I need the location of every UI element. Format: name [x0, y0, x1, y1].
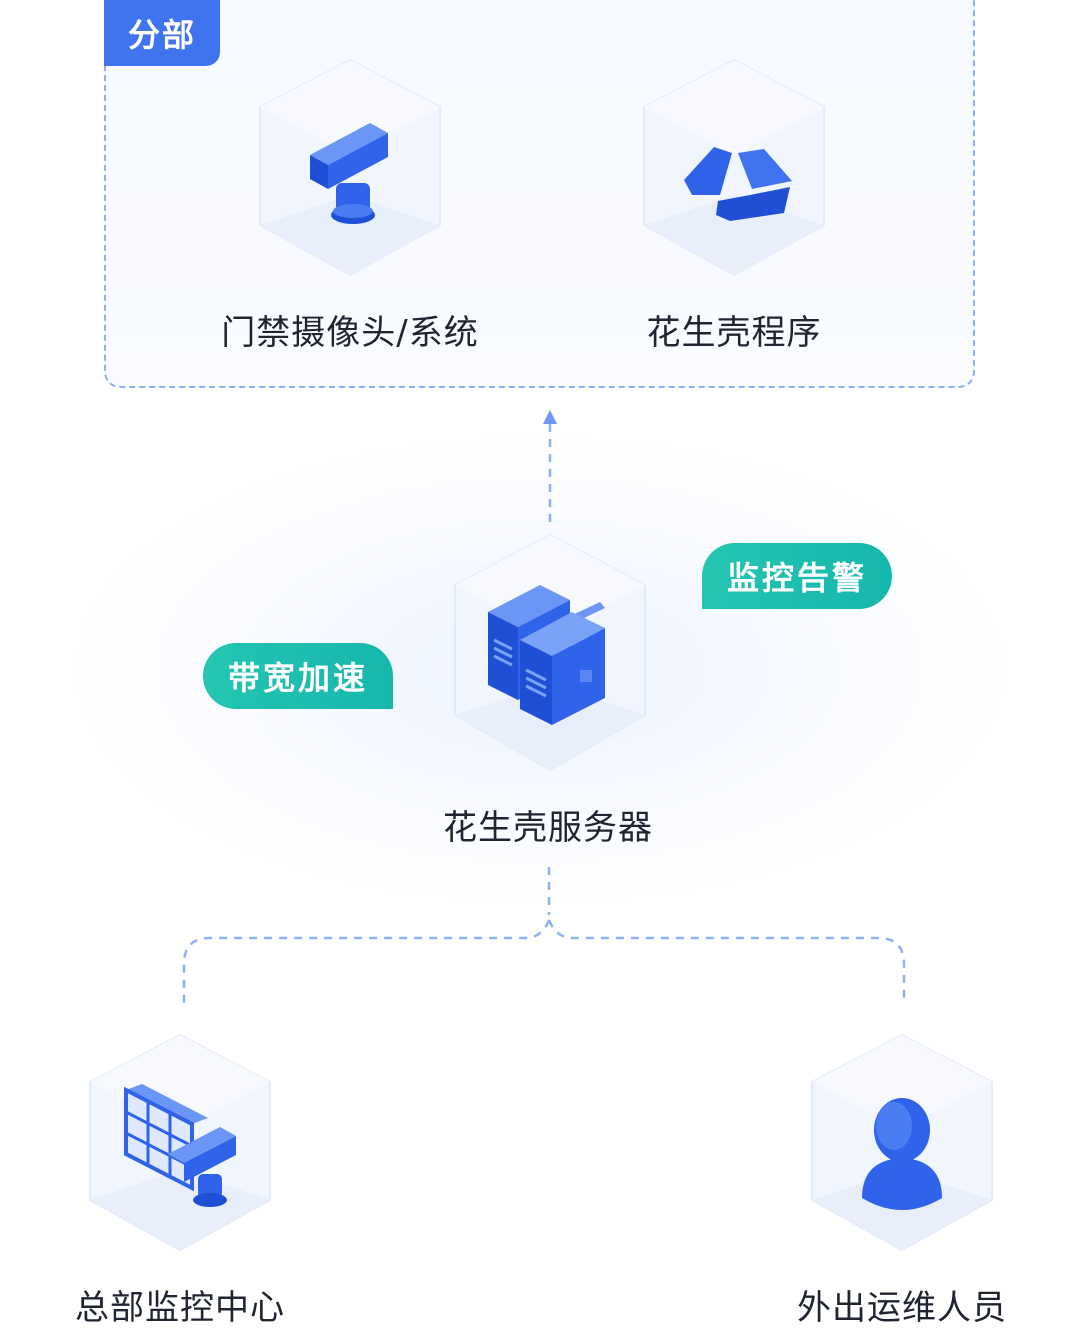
camera-node-label: 门禁摄像头/系统: [221, 313, 479, 353]
hq-node-label: 总部监控中心: [75, 1288, 285, 1328]
server-node-label: 花生壳服务器: [443, 808, 653, 848]
field-staff-node: [811, 1033, 993, 1252]
peanut-app-node-label: 花生壳程序: [646, 313, 822, 353]
hq-node: [89, 1033, 271, 1252]
bandwidth-acceleration-badge: 带宽加速: [203, 643, 393, 709]
server-node: [454, 533, 646, 772]
connector-to-clients: [182, 867, 906, 1003]
monitoring-center-icon: [124, 1084, 236, 1207]
security-camera-icon: [310, 123, 388, 224]
arrow-to-branch: [543, 410, 557, 526]
server-rack-icon: [488, 585, 605, 725]
camera-node: [259, 58, 441, 277]
monitoring-alert-badge: 监控告警: [702, 543, 892, 609]
peanut-shell-app-icon: [684, 147, 792, 221]
person-icon: [862, 1098, 942, 1210]
branch-group-box: [104, 0, 975, 388]
field-staff-node-label: 外出运维人员: [797, 1288, 1007, 1328]
branch-tag: 分部: [104, 0, 220, 66]
cube-frame: [643, 58, 825, 277]
peanut-app-node: [643, 58, 825, 277]
